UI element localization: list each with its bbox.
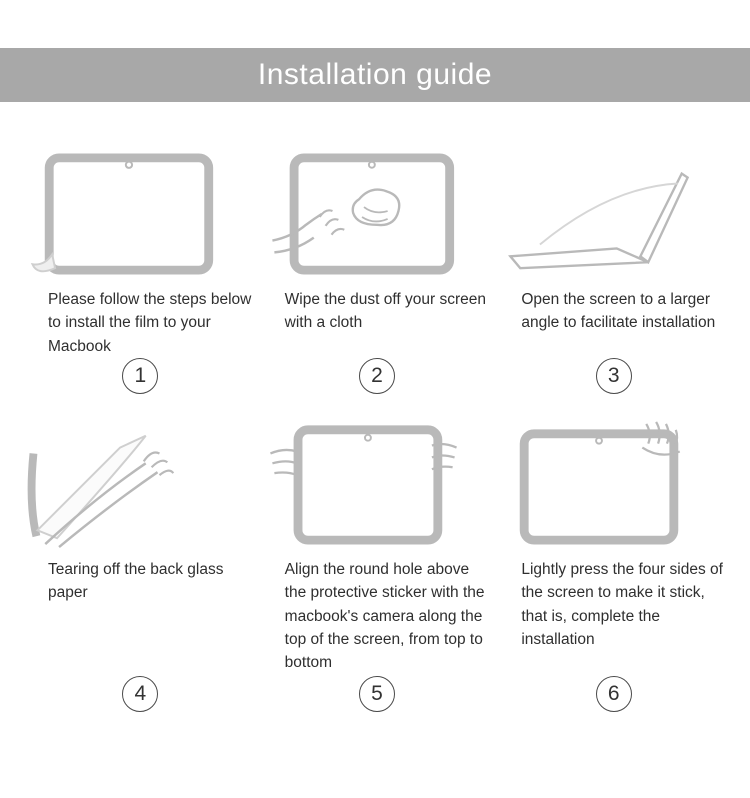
hands-aligning-screen-icon: [269, 425, 457, 545]
hands-tearing-backing-paper-icon: [27, 434, 175, 548]
step-2: Wipe the dust off your screen with a clo…: [259, 148, 496, 400]
step-1: Please follow the steps below to install…: [22, 148, 259, 400]
step-1-number: 1: [122, 358, 159, 394]
laptop-opened-wide-icon: [508, 171, 690, 270]
hand-pressing-screen-edges-icon: [520, 421, 681, 545]
step-3-description: Open the screen to a larger angle to fac…: [521, 291, 716, 332]
open-laptop-illustration: [495, 148, 732, 280]
tablet-with-peeling-film-icon: [30, 153, 214, 275]
steps-grid: Please follow the steps below to install…: [0, 102, 750, 718]
hands-wiping-screen-icon: [271, 153, 454, 275]
step-4-description: Tearing off the back glass paper: [48, 561, 224, 602]
step-3-number: 3: [595, 358, 632, 394]
align-screen-illustration: [259, 418, 496, 550]
step-2-number: 2: [358, 358, 395, 394]
step-5-number: 5: [358, 676, 395, 712]
tear-backing-illustration: [22, 418, 259, 550]
step-6-description: Lightly press the four sides of the scre…: [521, 561, 723, 648]
step-6-number: 6: [595, 676, 632, 712]
header-banner: Installation guide: [0, 48, 750, 102]
press-edges-illustration: [495, 418, 732, 550]
step-4: Tearing off the back glass paper 4: [22, 418, 259, 718]
page-title: Installation guide: [257, 58, 493, 91]
step-5-description: Align the round hole above the protectiv…: [284, 561, 485, 671]
step-2-description: Wipe the dust off your screen with a clo…: [284, 291, 486, 332]
step-5: Align the round hole above the protectiv…: [259, 418, 496, 718]
step-1-description: Please follow the steps below to install…: [48, 291, 252, 355]
macbook-film-peel-illustration: [22, 148, 259, 280]
step-4-number: 4: [122, 676, 159, 712]
step-6: Lightly press the four sides of the scre…: [495, 418, 732, 718]
step-3: Open the screen to a larger angle to fac…: [495, 148, 732, 400]
wipe-cloth-illustration: [259, 148, 496, 280]
